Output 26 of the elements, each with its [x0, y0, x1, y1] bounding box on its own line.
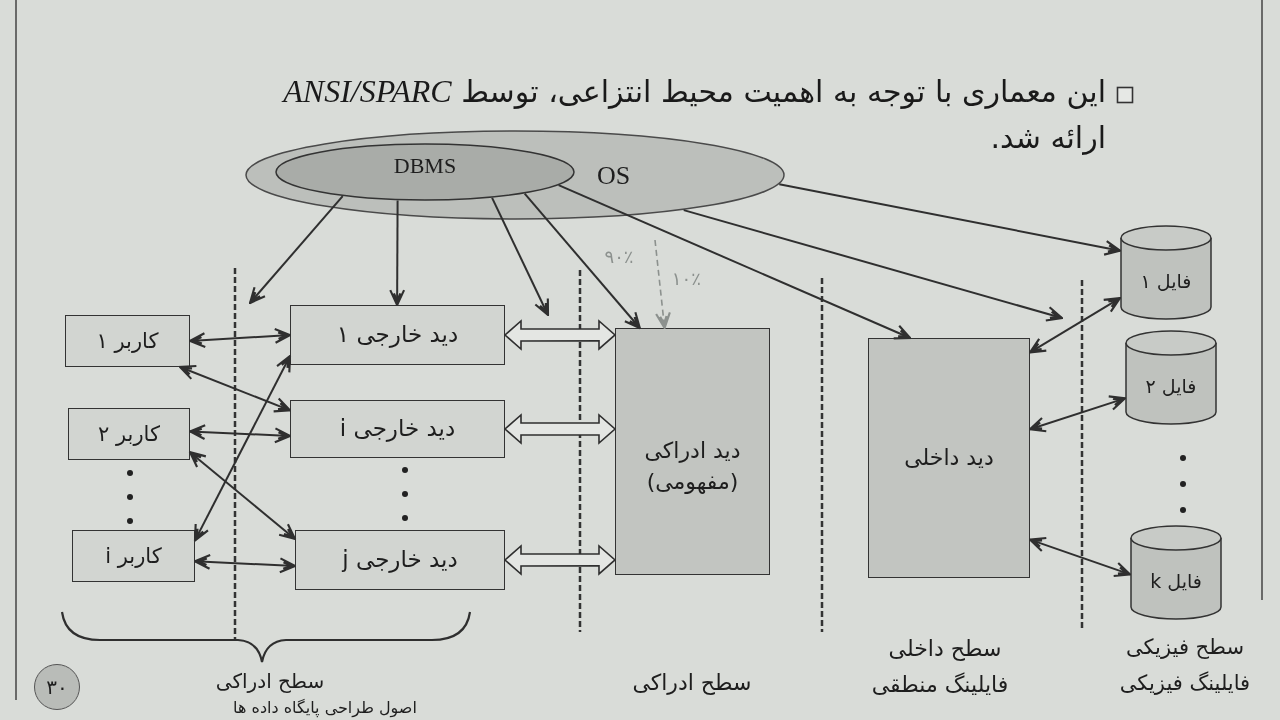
level-label: فایلینگ فیزیکی	[1118, 670, 1252, 697]
node-label: OS	[597, 160, 631, 192]
view-box: دید خارجی i	[290, 400, 505, 458]
ellipse-node: DBMS	[275, 143, 575, 201]
view-box: دید خارجی ۱	[290, 305, 505, 365]
level-label: سطح داخلی	[887, 635, 1003, 663]
view-box: دید ادراکی (مفهومی)	[615, 328, 770, 575]
level-label: فایلینگ منطقی	[870, 671, 1010, 699]
page-footer: اصول طراحی پایگاه داده ها	[195, 696, 455, 720]
block-arrow	[503, 544, 617, 576]
user-box: کاربر ۲	[68, 408, 190, 460]
ellipse-node	[245, 130, 785, 220]
level-label: سطح ادراکی	[214, 668, 326, 695]
user-box: کاربر i	[72, 530, 195, 582]
handwritten-note: ۹۰٪	[603, 245, 635, 269]
file-cylinder: فایل ۲	[1125, 330, 1217, 425]
block-arrow	[503, 319, 617, 351]
block-arrow	[503, 413, 617, 445]
level-label: سطح فیزیکی	[1125, 634, 1245, 661]
user-box: کاربر ۱	[65, 315, 190, 367]
level-label: سطح ادراکی	[631, 669, 753, 697]
file-cylinder: فایل k	[1130, 525, 1222, 620]
file-cylinder: فایل ۱	[1120, 225, 1212, 320]
page-number: ۳۰	[34, 664, 80, 710]
view-box: دید داخلی	[868, 338, 1030, 578]
view-box: دید خارجی j	[295, 530, 505, 590]
